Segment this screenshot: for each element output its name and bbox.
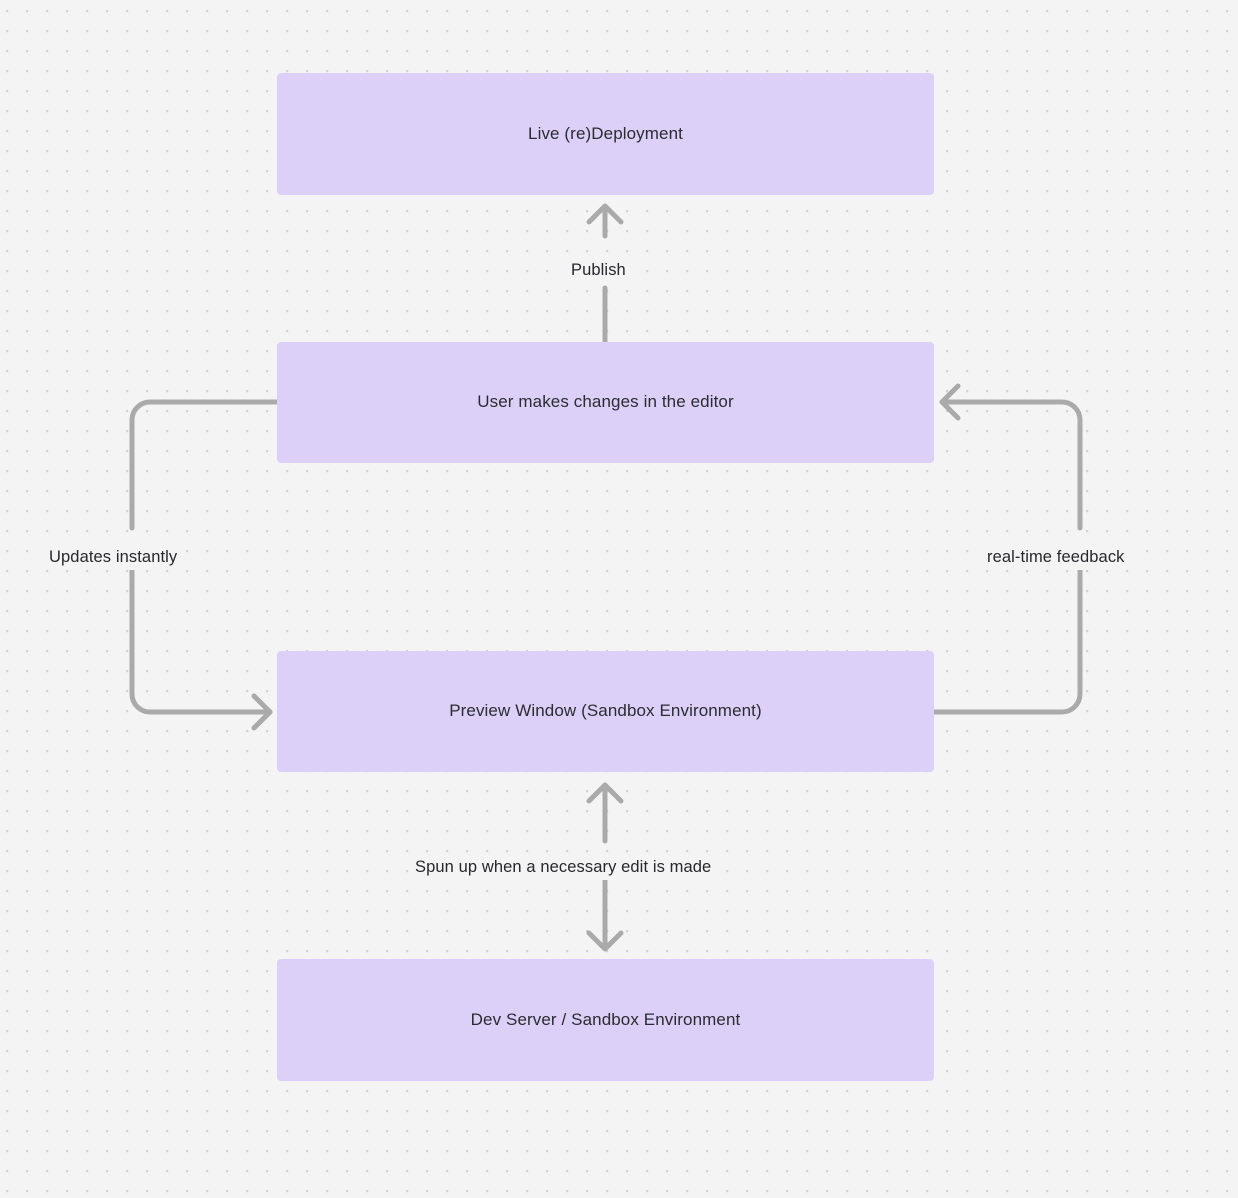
edge-label-real-time-feedback: real-time feedback	[982, 545, 1130, 570]
arrowhead-left-feedback	[939, 383, 961, 421]
node-preview-window-label: Preview Window (Sandbox Environment)	[449, 701, 762, 721]
node-live-deployment[interactable]: Live (re)Deployment	[277, 73, 934, 195]
node-dev-server[interactable]: Dev Server / Sandbox Environment	[277, 959, 934, 1081]
arrowhead-up-publish	[586, 203, 624, 225]
arrowhead-right-updates	[251, 693, 273, 731]
node-user-edits[interactable]: User makes changes in the editor	[277, 342, 934, 463]
node-user-edits-label: User makes changes in the editor	[477, 392, 734, 412]
edge-label-updates-instantly: Updates instantly	[44, 545, 183, 570]
edge-label-spun-up: Spun up when a necessary edit is made	[410, 855, 717, 880]
node-dev-server-label: Dev Server / Sandbox Environment	[470, 1009, 741, 1029]
node-preview-window[interactable]: Preview Window (Sandbox Environment)	[277, 651, 934, 772]
node-live-deployment-label: Live (re)Deployment	[528, 123, 683, 143]
edge-label-publish: Publish	[566, 258, 631, 283]
arrowhead-down-spunup	[586, 930, 624, 952]
arrowhead-up-spunup	[586, 782, 624, 804]
